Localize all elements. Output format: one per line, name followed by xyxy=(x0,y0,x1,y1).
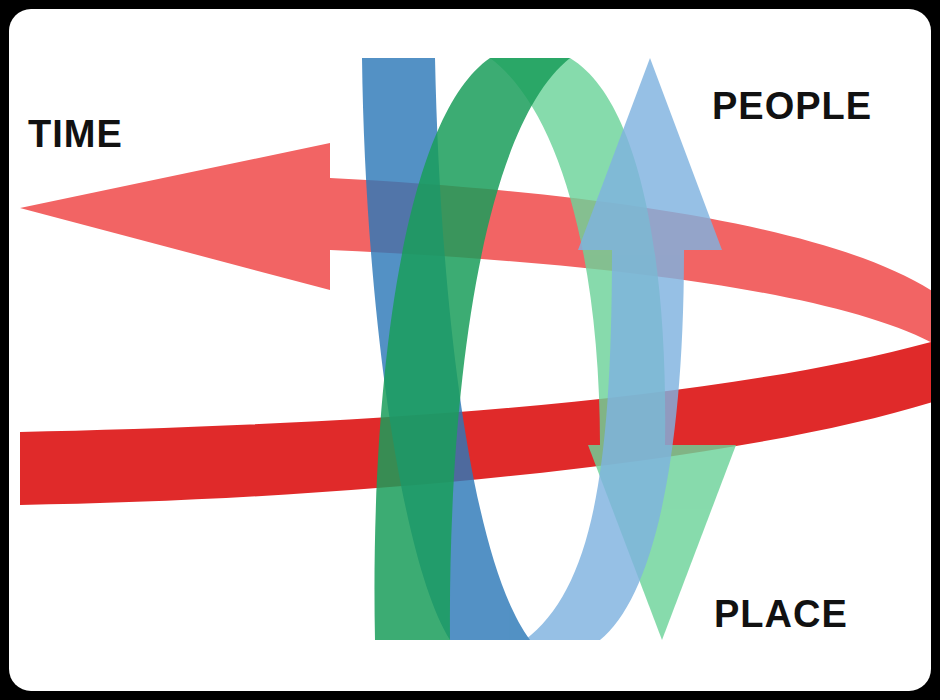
time-arrowhead xyxy=(20,143,330,290)
time-band-front xyxy=(20,338,931,505)
people-band-back xyxy=(525,250,684,640)
place-label: PLACE xyxy=(714,594,848,636)
place-band-front xyxy=(374,58,570,640)
time-label: TIME xyxy=(28,114,123,156)
white-panel xyxy=(9,9,931,691)
people-label: PEOPLE xyxy=(712,86,872,128)
people-arrowhead xyxy=(578,58,722,250)
